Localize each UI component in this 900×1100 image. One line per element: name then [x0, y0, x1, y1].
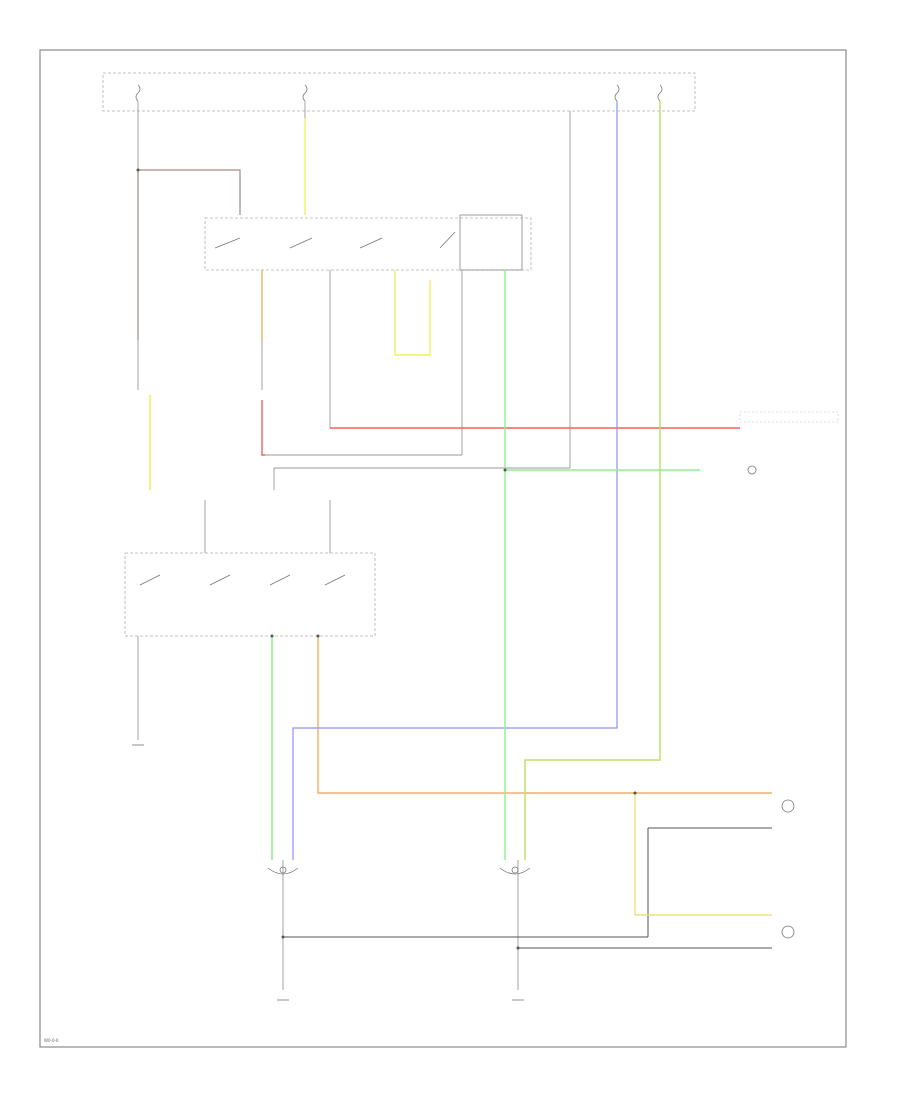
fuse-3-symbol [614, 84, 620, 102]
relay-box [459, 214, 523, 271]
fuse-1-symbol [135, 84, 141, 102]
dimmer-switch-block [124, 552, 376, 637]
right-headlamp-symbol [499, 866, 531, 875]
instrument-cluster-box [739, 411, 839, 423]
footer-code: W0-0-0 [44, 1038, 59, 1043]
ground-wires [283, 827, 772, 949]
fuse-box [102, 72, 696, 112]
fuse-group [135, 84, 663, 102]
diagram-frame [39, 49, 847, 1048]
brown-wire [138, 169, 241, 215]
blue-wire [292, 101, 618, 860]
right-park-lamp-bulb [781, 925, 795, 939]
fuse-2-symbol [302, 84, 308, 102]
ground-symbols [132, 744, 524, 1001]
fuse-4-symbol [657, 84, 663, 102]
switch-contacts [139, 231, 456, 586]
left-headlamp-symbol [267, 866, 299, 875]
junction-dots [136, 168, 637, 950]
yellowgreen-wire [524, 101, 661, 860]
left-park-lamp-bulb [781, 799, 795, 813]
indicator-lamp-symbol [747, 465, 757, 475]
orange-wire-lower [317, 636, 772, 794]
headlamp-switch-block [204, 217, 532, 271]
yellow-wire-mid [394, 270, 431, 356]
red-wire [261, 400, 265, 456]
lightyellow-wire [634, 793, 772, 916]
neutral-wires [137, 101, 571, 990]
